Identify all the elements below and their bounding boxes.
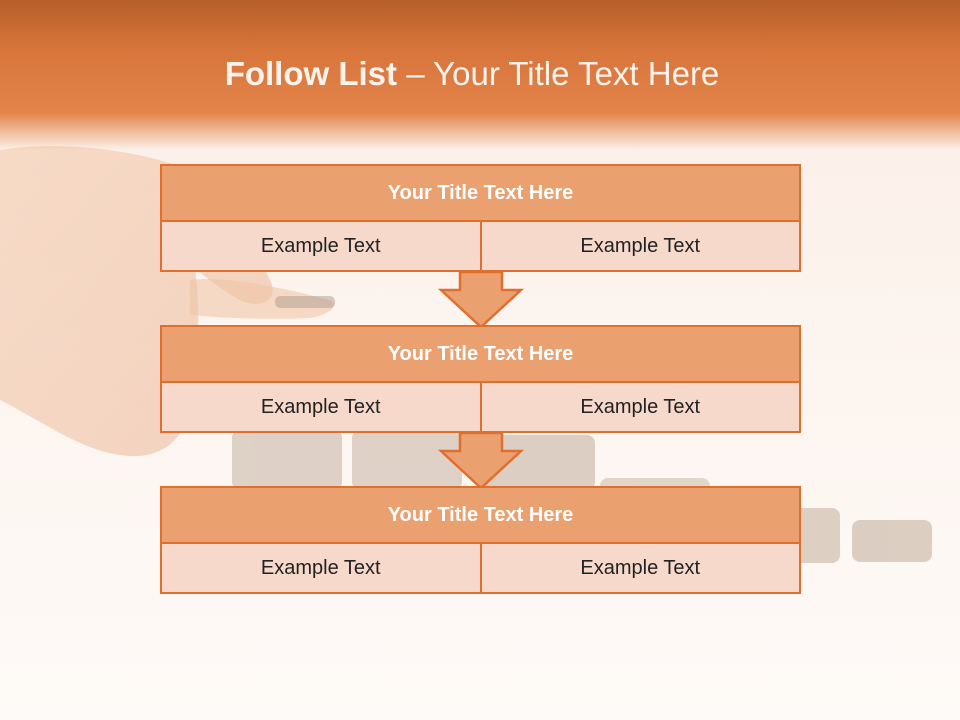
block-title: Your Title Text Here [160, 164, 801, 222]
list-block-2: Your Title Text Here Example Text Exampl… [160, 325, 801, 433]
block-row: Example Text Example Text [160, 383, 801, 433]
block-cell-right: Example Text [481, 544, 801, 594]
block-cell-right: Example Text [481, 383, 801, 433]
block-row: Example Text Example Text [160, 222, 801, 272]
block-cell-right: Example Text [481, 222, 801, 272]
slide-title: Follow List – Your Title Text Here [0, 55, 944, 93]
block-cell-left: Example Text [160, 222, 482, 272]
title-bold: Follow List [224, 55, 398, 92]
block-row: Example Text Example Text [160, 544, 801, 594]
list-block-3: Your Title Text Here Example Text Exampl… [160, 486, 801, 594]
block-cell-left: Example Text [160, 383, 482, 433]
block-title: Your Title Text Here [160, 486, 801, 544]
down-arrow-icon [438, 270, 524, 329]
title-rest: – Your Title Text Here [406, 55, 720, 92]
block-title: Your Title Text Here [160, 325, 801, 383]
block-cell-left: Example Text [160, 544, 482, 594]
down-arrow-icon [438, 431, 524, 490]
list-block-1: Your Title Text Here Example Text Exampl… [160, 164, 801, 272]
header-band [0, 0, 960, 150]
